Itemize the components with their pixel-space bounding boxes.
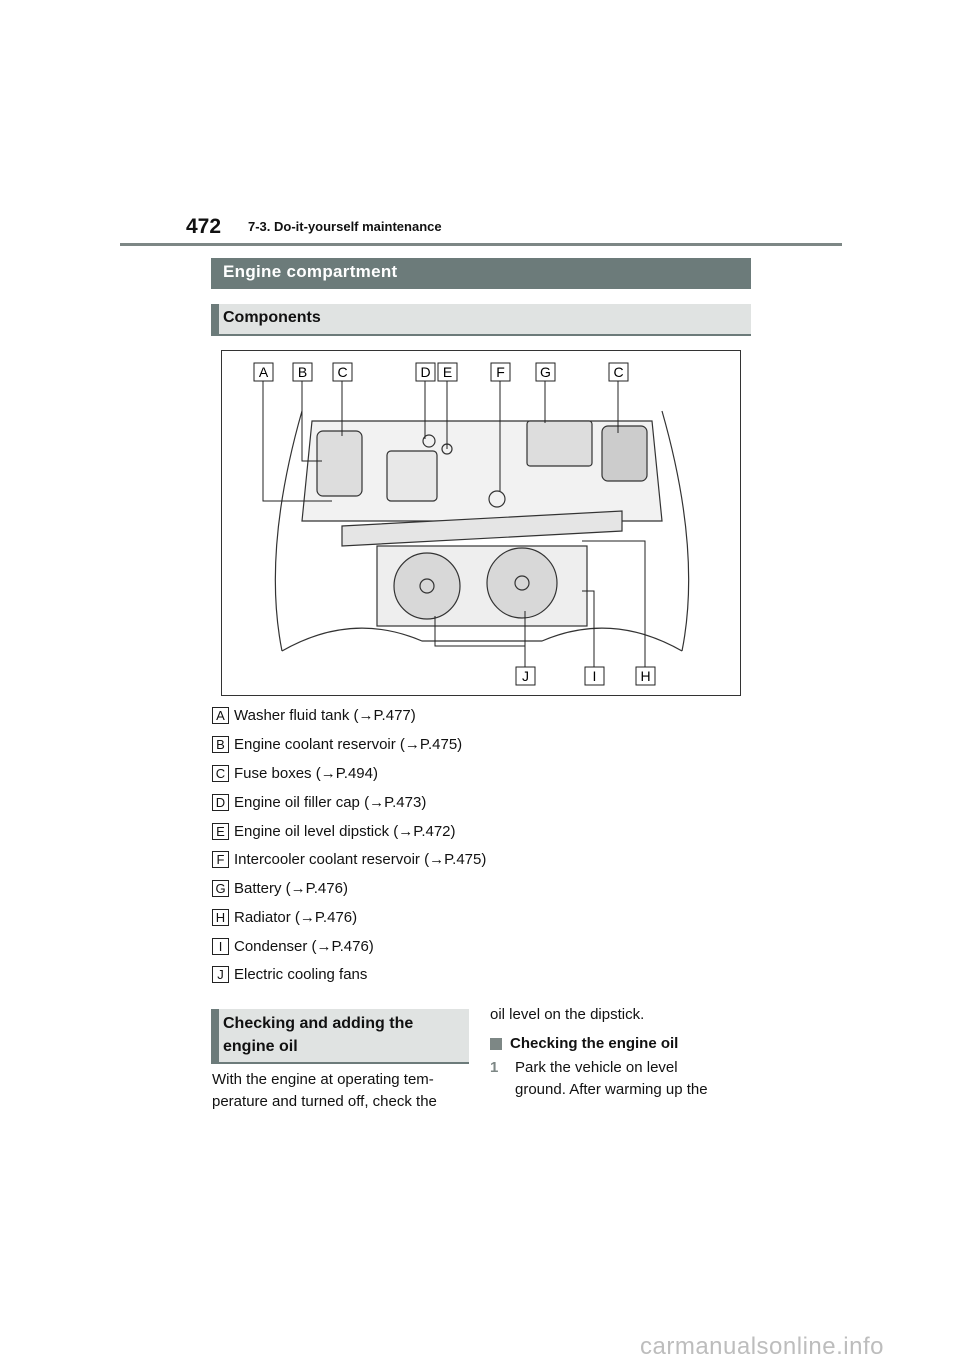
- list-item: E Engine oil level dipstick (→P.472): [212, 821, 456, 841]
- callout-h: H: [635, 666, 656, 686]
- callout-g: G: [535, 362, 556, 382]
- list-item: D Engine oil filler cap (→P.473): [212, 792, 426, 812]
- item-text: Engine oil filler cap (→P.473): [234, 793, 427, 811]
- svg-text:I: I: [593, 668, 597, 684]
- item-text: Radiator (→P.476): [234, 908, 358, 926]
- letter-badge: H: [212, 908, 229, 926]
- callout-a: A: [253, 362, 274, 382]
- watermark: carmanualsonline.info: [640, 1333, 884, 1358]
- oil-heading: Checking and adding the engine oil: [211, 1009, 469, 1064]
- svg-text:B: B: [298, 364, 307, 380]
- callout-e: E: [437, 362, 458, 382]
- callout-d: D: [415, 362, 436, 382]
- svg-text:A: A: [259, 364, 269, 380]
- engine-illustration: A B C D E F G C J I H: [253, 362, 690, 686]
- letter-badge: F: [212, 850, 229, 868]
- page-number: 472: [186, 215, 222, 238]
- callout-c2: C: [608, 362, 629, 382]
- callout-b: B: [292, 362, 313, 382]
- callout-j: J: [515, 666, 536, 686]
- item-text: Intercooler coolant reservoir (→P.475): [234, 850, 487, 868]
- item-text: Engine coolant reservoir (→P.475): [234, 735, 463, 753]
- letter-badge: A: [212, 706, 229, 724]
- letter-badge: C: [212, 764, 229, 782]
- letter-badge: I: [212, 937, 229, 955]
- list-item: F Intercooler coolant reservoir (→P.475): [212, 849, 486, 869]
- letter-badge: E: [212, 822, 229, 840]
- letter-badge: B: [212, 735, 229, 753]
- item-text: Battery (→P.476): [234, 879, 348, 897]
- step-text: Park the vehicle on level ground. After w…: [515, 1057, 708, 1101]
- callout-c: C: [332, 362, 353, 382]
- square-bullet-icon: [490, 1037, 502, 1050]
- components-heading: Components: [211, 304, 751, 336]
- callout-i: I: [584, 666, 605, 686]
- letter-badge: D: [212, 793, 229, 811]
- oil-subheading: Checking the engine oil: [490, 1035, 678, 1052]
- oil-subheading-text: Checking the engine oil: [510, 1035, 679, 1052]
- engine-compartment-diagram: A B C D E F G C J I H: [221, 350, 741, 696]
- oil-heading-line1: Checking and adding the: [223, 1015, 414, 1032]
- oil-intro-line1: With the engine at operating tem-: [212, 1071, 434, 1088]
- callout-f: F: [490, 362, 511, 382]
- svg-text:D: D: [420, 364, 430, 380]
- svg-text:J: J: [522, 668, 529, 684]
- section-title: 7-3. Do-it-yourself maintenance: [248, 219, 442, 234]
- item-text: Washer fluid tank (→P.477): [234, 706, 416, 724]
- svg-text:E: E: [443, 364, 452, 380]
- svg-text:H: H: [640, 668, 650, 684]
- step-number: 1: [490, 1059, 499, 1076]
- list-item: A Washer fluid tank (→P.477): [212, 705, 416, 725]
- step-1: 1 Park the vehicle on level ground. After…: [490, 1057, 708, 1101]
- oil-intro-line2: perature and turned off, check the: [212, 1093, 437, 1110]
- svg-text:G: G: [540, 364, 551, 380]
- step-line1: Park the vehicle on level: [515, 1059, 678, 1076]
- header-divider: [120, 243, 842, 246]
- svg-text:C: C: [613, 364, 623, 380]
- svg-text:F: F: [496, 364, 505, 380]
- letter-badge: J: [212, 965, 229, 983]
- list-item: I Condenser (→P.476): [212, 936, 374, 956]
- list-item: C Fuse boxes (→P.494): [212, 763, 378, 783]
- list-item: J Electric cooling fans: [212, 964, 367, 984]
- letter-badge: G: [212, 879, 229, 897]
- item-text: Engine oil level dipstick (→P.472): [234, 822, 456, 840]
- svg-text:C: C: [337, 364, 347, 380]
- list-item: G Battery (→P.476): [212, 878, 348, 898]
- item-text: Electric cooling fans: [234, 965, 368, 983]
- page-title: Engine compartment: [211, 258, 751, 289]
- list-item: H Radiator (→P.476): [212, 907, 357, 927]
- item-text: Condenser (→P.476): [234, 937, 374, 955]
- oil-continued-text: oil level on the dipstick.: [490, 1006, 645, 1023]
- step-line2: ground. After warming up the: [515, 1081, 708, 1098]
- item-text: Fuse boxes (→P.494): [234, 764, 378, 782]
- oil-heading-line2: engine oil: [223, 1038, 298, 1055]
- oil-intro: With the engine at operating tem- peratu…: [212, 1069, 437, 1113]
- list-item: B Engine coolant reservoir (→P.475): [212, 734, 462, 754]
